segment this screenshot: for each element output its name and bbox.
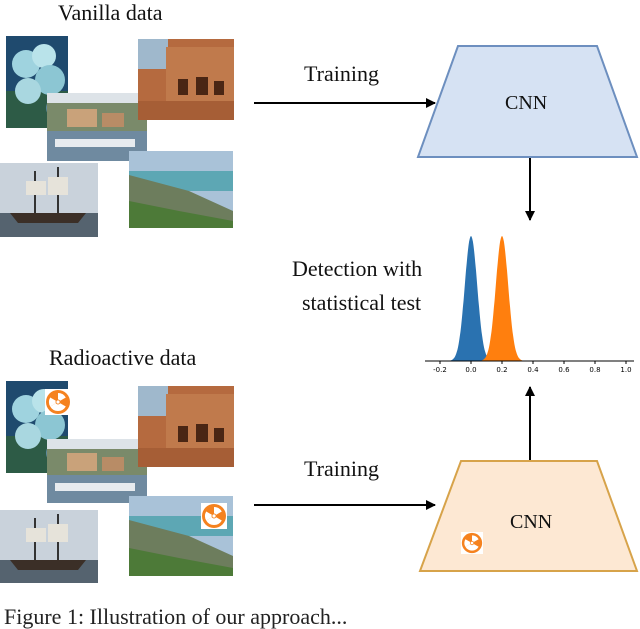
- radioactive-training-label: Training: [304, 456, 379, 481]
- vanilla-cnn-box: [416, 45, 639, 158]
- vanilla-ship-image: [0, 163, 98, 237]
- plot-x-tick-label: 0.8: [589, 366, 600, 374]
- vanilla-petra-image: [138, 39, 234, 120]
- plot-x-ticks: -0.2 0.0 0.2 0.4 0.6 0.8 1.0: [433, 361, 632, 374]
- radioactive-icon: [461, 532, 483, 554]
- radioactive-distribution-curve: [477, 236, 527, 361]
- radioactive-cnn-label: CNN: [510, 511, 553, 533]
- plot-x-tick-label: 0.6: [558, 366, 570, 374]
- vanilla-training-label: Training: [304, 61, 379, 86]
- vanilla-coast-image: [129, 151, 233, 228]
- radioactive-icon: [201, 503, 227, 529]
- plot-x-tick-label: 0.4: [527, 366, 539, 374]
- plot-x-tick-label: -0.2: [433, 366, 447, 374]
- detection-label-line2: statistical test: [302, 290, 422, 315]
- radioactive-harbor-image: [47, 439, 147, 503]
- vanilla-data-label: Vanilla data: [58, 0, 163, 25]
- figure-caption: Figure 1: Illustration of our approach..…: [4, 604, 348, 629]
- distribution-plot: -0.2 0.0 0.2 0.4 0.6 0.8 1.0: [425, 236, 634, 374]
- radioactive-data-label: Radioactive data: [49, 345, 197, 370]
- plot-x-tick-label: 0.2: [496, 366, 507, 374]
- plot-x-tick-label: 1.0: [620, 366, 631, 374]
- plot-x-tick-label: 0.0: [465, 366, 476, 374]
- radioactive-petra-image: [138, 386, 234, 467]
- detection-label-line1: Detection with: [292, 256, 423, 281]
- radioactive-icon: [45, 389, 71, 415]
- vanilla-distribution-curve: [446, 236, 496, 361]
- vanilla-cnn-label: CNN: [505, 92, 548, 114]
- radioactive-ship-image: [0, 510, 98, 583]
